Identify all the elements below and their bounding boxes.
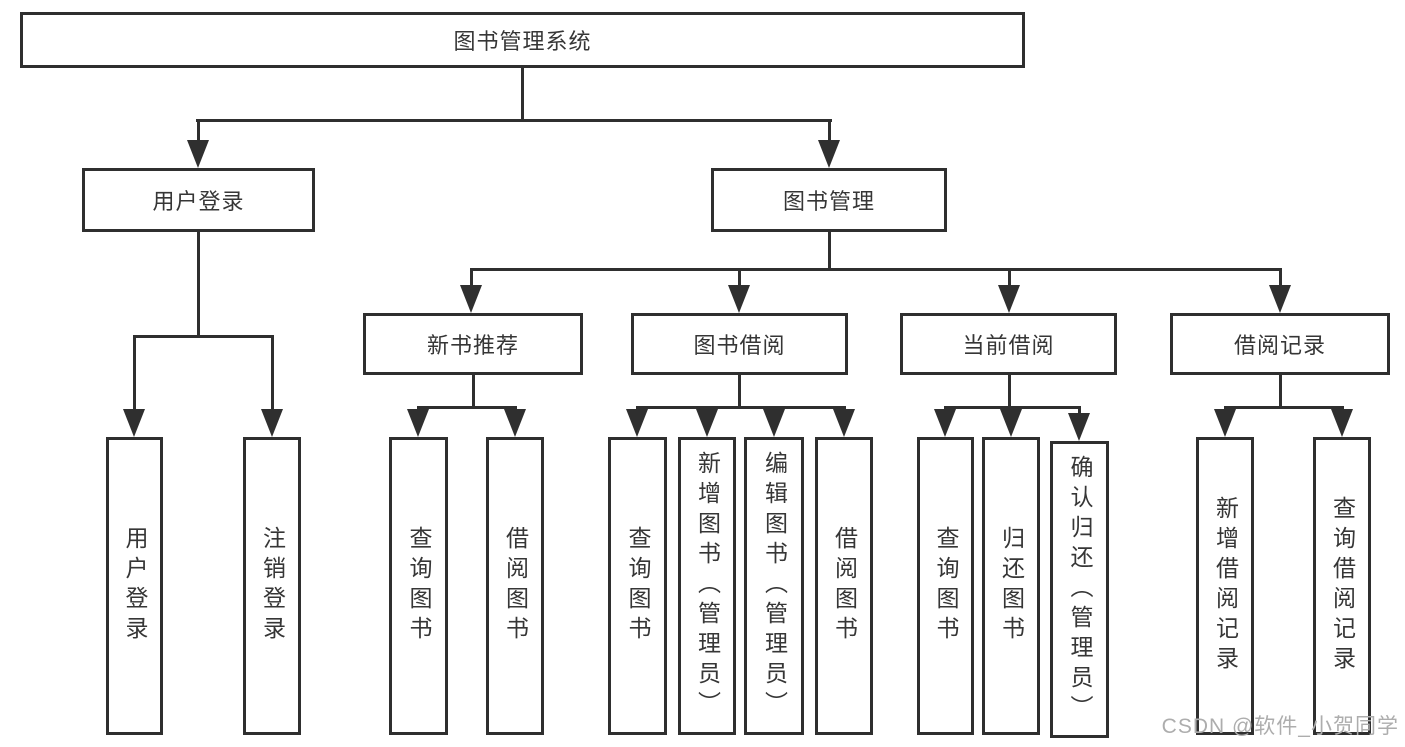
leaf-user-login: 用户登录: [106, 437, 163, 735]
leaf-borrow-books: 借阅图书: [815, 437, 873, 735]
connector-line: [738, 268, 741, 289]
node-book-management-system: 图书管理系统: [20, 12, 1025, 68]
connector-line: [470, 268, 473, 289]
connector-line: [1279, 375, 1282, 408]
leaf-query-books-current: 查询图书: [917, 437, 974, 735]
arrowhead-down-icon: [187, 140, 209, 168]
arrowhead-down-icon: [998, 285, 1020, 313]
node-book-management: 图书管理: [711, 168, 947, 232]
leaf-label: 查询图书: [933, 526, 959, 646]
leaf-add-books-admin: 新增图书（管理员）: [678, 437, 736, 735]
csdn-watermark: CSDN @软件_小贺同学: [1161, 715, 1399, 738]
node-user-login: 用户登录: [82, 168, 315, 232]
leaf-query-books-recommend: 查询图书: [389, 437, 448, 735]
leaf-label: 注销登录: [259, 526, 286, 646]
connector-line: [472, 375, 475, 408]
leaf-label: 编辑图书（管理员）: [761, 451, 788, 721]
leaf-label: 查询借阅记录: [1329, 496, 1356, 676]
node-current-borrowing: 当前借阅: [900, 313, 1117, 375]
node-book-borrowing: 图书借阅: [631, 313, 848, 375]
node-label: 用户登录: [152, 189, 245, 214]
arrowhead-down-icon: [1000, 409, 1022, 437]
connector-line: [1008, 375, 1011, 408]
leaf-logout: 注销登录: [243, 437, 301, 735]
connector-line: [417, 406, 517, 409]
arrowhead-down-icon: [504, 409, 526, 437]
connector-line: [521, 68, 524, 122]
arrowhead-down-icon: [1269, 285, 1291, 313]
arrowhead-down-icon: [460, 285, 482, 313]
arrowhead-down-icon: [1068, 413, 1090, 441]
connector-line: [1008, 268, 1011, 289]
connector-line: [738, 375, 741, 408]
leaf-label: 归还图书: [998, 526, 1025, 646]
connector-line: [197, 119, 200, 145]
leaf-label: 查询图书: [406, 526, 432, 646]
leaf-add-borrow-record: 新增借阅记录: [1196, 437, 1254, 735]
node-label: 借阅记录: [1233, 333, 1326, 358]
connector-line: [197, 232, 200, 338]
connector-line: [133, 335, 274, 338]
connector-line: [470, 268, 1281, 271]
connector-line: [1224, 406, 1344, 409]
node-label: 图书管理: [782, 189, 875, 214]
connector-line: [1279, 268, 1282, 289]
leaf-return-books: 归还图书: [982, 437, 1040, 735]
node-label: 图书管理系统: [453, 29, 592, 54]
leaf-label: 确认归还（管理员）: [1067, 454, 1093, 725]
connector-line: [196, 119, 832, 122]
arrowhead-down-icon: [818, 140, 840, 168]
connector-line: [1078, 406, 1081, 416]
leaf-confirm-return-admin: 确认归还（管理员）: [1050, 441, 1109, 738]
arrowhead-down-icon: [696, 409, 718, 437]
leaf-label: 新增图书（管理员）: [694, 451, 721, 721]
arrowhead-down-icon: [261, 409, 283, 437]
node-label: 新书推荐: [426, 333, 519, 358]
node-new-book-recommend: 新书推荐: [363, 313, 583, 375]
arrowhead-down-icon: [1331, 409, 1353, 437]
node-label: 图书借阅: [693, 333, 786, 358]
arrowhead-down-icon: [728, 285, 750, 313]
connector-line: [828, 232, 831, 271]
arrowhead-down-icon: [1214, 409, 1236, 437]
node-borrowing-records: 借阅记录: [1170, 313, 1390, 375]
connector-line: [828, 119, 831, 145]
leaf-label: 借阅图书: [502, 526, 529, 646]
leaf-query-borrow-record: 查询借阅记录: [1313, 437, 1371, 735]
leaf-label: 新增借阅记录: [1212, 496, 1239, 676]
leaf-edit-books-admin: 编辑图书（管理员）: [744, 437, 804, 735]
connector-line: [133, 335, 136, 413]
connector-line: [636, 406, 846, 409]
arrowhead-down-icon: [626, 409, 648, 437]
leaf-borrow-books-recommend: 借阅图书: [486, 437, 544, 735]
arrowhead-down-icon: [407, 409, 429, 437]
connector-line: [944, 406, 1081, 409]
leaf-label: 用户登录: [122, 526, 148, 646]
arrowhead-down-icon: [123, 409, 145, 437]
connector-line: [271, 335, 274, 413]
leaf-label: 借阅图书: [831, 526, 858, 646]
leaf-query-books-borrowing: 查询图书: [608, 437, 667, 735]
arrowhead-down-icon: [934, 409, 956, 437]
node-label: 当前借阅: [962, 333, 1055, 358]
arrowhead-down-icon: [833, 409, 855, 437]
arrowhead-down-icon: [763, 409, 785, 437]
leaf-label: 查询图书: [625, 526, 651, 646]
